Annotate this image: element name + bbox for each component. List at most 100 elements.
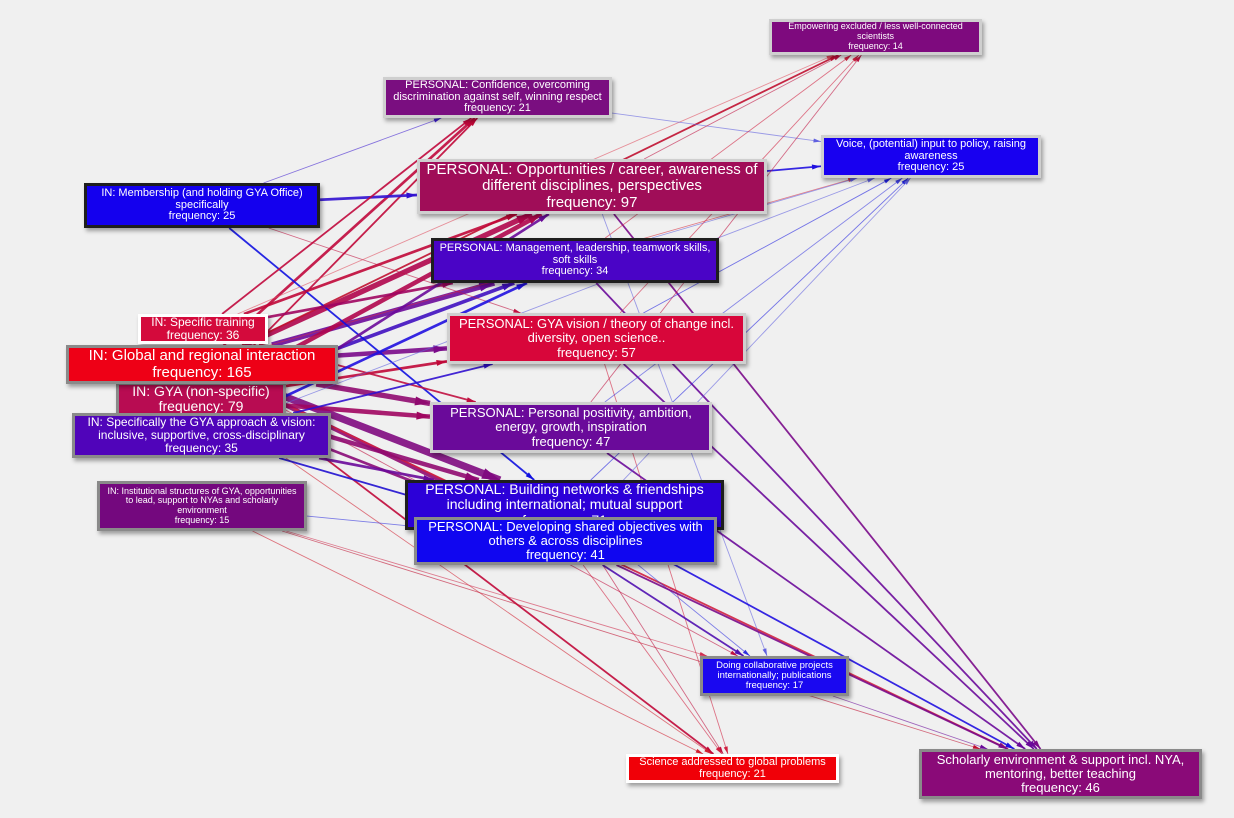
node-frequency: frequency: 46: [1021, 780, 1100, 796]
edge-arrowhead: [695, 748, 704, 754]
edge-arrowhead: [441, 281, 453, 288]
edge-arrowhead: [704, 746, 714, 754]
edge-arrowhead: [483, 363, 493, 369]
edge-positivity-to-voice: [604, 177, 903, 403]
edge-arrowhead: [464, 472, 479, 481]
edge-arrowhead: [979, 744, 988, 749]
edge-arrowhead: [538, 214, 549, 223]
edge-arrowhead: [852, 55, 859, 62]
node-vision[interactable]: PERSONAL: GYA vision / theory of change …: [447, 313, 746, 364]
edge-global-to-scholarly: [242, 383, 1009, 750]
node-frequency: frequency: 36: [166, 328, 240, 342]
edge-arrowhead: [734, 649, 744, 656]
node-management[interactable]: PERSONAL: Management, leadership, teamwo…: [431, 238, 719, 283]
edge-vision-to-voice: [643, 177, 892, 314]
edge-arrowhead: [462, 118, 472, 126]
node-training[interactable]: IN: Specific training frequency: 36: [138, 314, 268, 344]
node-gya[interactable]: IN: GYA (non-specific) frequency: 79: [116, 382, 286, 416]
edge-arrowhead: [481, 468, 500, 480]
edge-institutional-to-collab: [286, 530, 708, 657]
edge-arrowhead: [525, 472, 535, 480]
edge-shared-to-collab: [602, 564, 745, 657]
node-voice[interactable]: Voice, (potential) input to policy, rais…: [821, 135, 1041, 178]
edge-arrowhead: [811, 164, 821, 170]
node-label: IN: GYA (non-specific): [132, 382, 270, 399]
edge-arrowhead: [1025, 741, 1034, 749]
node-science[interactable]: Science addressed to global problems fre…: [626, 754, 839, 783]
node-frequency: frequency: 21: [699, 767, 766, 780]
edge-arrowhead: [813, 138, 821, 143]
node-membership[interactable]: IN: Membership (and holding GYA Office) …: [84, 183, 320, 228]
node-label: Empowering excluded / less well-connecte…: [788, 21, 963, 42]
edge-arrowhead: [433, 345, 447, 354]
node-institutional[interactable]: IN: Institutional structures of GYA, opp…: [97, 481, 307, 531]
node-frequency: frequency: 41: [526, 547, 605, 563]
edge-arrowhead: [513, 308, 521, 313]
node-label: PERSONAL: Building networks & friendship…: [425, 481, 704, 513]
node-positivity[interactable]: PERSONAL: Personal positivity, ambition,…: [430, 402, 712, 453]
edge-arrowhead: [901, 178, 909, 185]
edge-gya-to-positivity: [285, 403, 431, 419]
edge-arrowhead: [723, 746, 728, 754]
node-scholarly[interactable]: Scholarly environment & support incl. NY…: [919, 749, 1202, 799]
edge-arrowhead: [699, 651, 708, 656]
node-label: Scholarly environment & support incl. NY…: [936, 751, 1185, 781]
node-frequency: frequency: 35: [165, 440, 238, 455]
node-global[interactable]: IN: Global and regional interaction freq…: [66, 345, 338, 384]
edge-arrowhead: [844, 55, 852, 62]
edge-arrowhead: [501, 283, 515, 291]
node-label: IN: Institutional structures of GYA, opp…: [107, 485, 297, 515]
edge-membership-to-vision: [268, 227, 522, 314]
edge-global-to-opportunities: [243, 211, 533, 348]
edge-arrowhead: [406, 192, 417, 199]
node-frequency: frequency: 21: [464, 102, 531, 115]
node-frequency: frequency: 15: [174, 514, 230, 525]
edge-arrowhead: [742, 649, 750, 656]
edge-arrowhead: [433, 118, 442, 123]
node-confidence[interactable]: PERSONAL: Confidence, overcoming discrim…: [383, 77, 612, 118]
edge-shared-to-voice: [587, 177, 911, 518]
edge-arrowhead: [903, 178, 911, 185]
node-collab[interactable]: Doing collaborative projects internation…: [700, 656, 849, 696]
node-label: IN: Specific training: [151, 315, 255, 330]
edge-arrowhead: [516, 214, 532, 225]
edge-arrowhead: [883, 178, 892, 184]
edge-institutional-to-shared: [306, 515, 415, 527]
edge-global-to-management: [271, 280, 496, 348]
edge-arrowhead: [730, 650, 738, 656]
node-shared[interactable]: PERSONAL: Developing shared objectives w…: [414, 517, 717, 565]
edge-arrowhead: [855, 55, 862, 63]
edge-arrowhead: [762, 648, 768, 656]
node-label: IN: Global and regional interaction: [88, 347, 316, 365]
edge-networks-to-science: [580, 529, 724, 755]
edge-global-to-vision: [337, 346, 448, 358]
edge-arrowhead: [833, 55, 842, 61]
edge-arrowhead: [423, 475, 434, 481]
node-frequency: frequency: 25: [168, 210, 236, 223]
edge-training-to-confidence: [221, 117, 472, 315]
node-label: PERSONAL: Management, leadership, teamwo…: [439, 241, 711, 266]
node-label: PERSONAL: Developing shared objectives w…: [428, 518, 703, 548]
node-label: PERSONAL: Confidence, overcoming discrim…: [393, 78, 602, 103]
node-opportunities[interactable]: PERSONAL: Opportunities / career, awaren…: [417, 159, 767, 214]
node-frequency: frequency: 25: [897, 161, 965, 174]
edge-arrowhead: [715, 746, 722, 754]
node-frequency: frequency: 14: [848, 40, 903, 51]
node-empowering[interactable]: Empowering excluded / less well-connecte…: [769, 19, 982, 55]
edge-shared-to-science: [582, 564, 723, 755]
node-frequency: frequency: 57: [557, 344, 636, 360]
edge-training-to-opportunities: [243, 212, 518, 316]
edge-confidence-to-voice: [611, 112, 822, 142]
edge-approach-to-networks: [318, 456, 435, 482]
edge-arrowhead: [895, 178, 903, 185]
node-approach[interactable]: IN: Specifically the GYA approach & visi…: [72, 413, 331, 458]
edge-arrowhead: [1016, 741, 1026, 749]
edge-arrowhead: [506, 214, 517, 221]
edge-arrowhead: [972, 744, 981, 749]
node-frequency: frequency: 165: [152, 363, 252, 381]
edge-training-to-management: [267, 281, 454, 319]
node-frequency: frequency: 34: [541, 265, 609, 278]
edge-arrowhead: [516, 283, 527, 291]
node-frequency: frequency: 79: [158, 398, 244, 414]
node-label: Doing collaborative projects internation…: [716, 659, 833, 681]
